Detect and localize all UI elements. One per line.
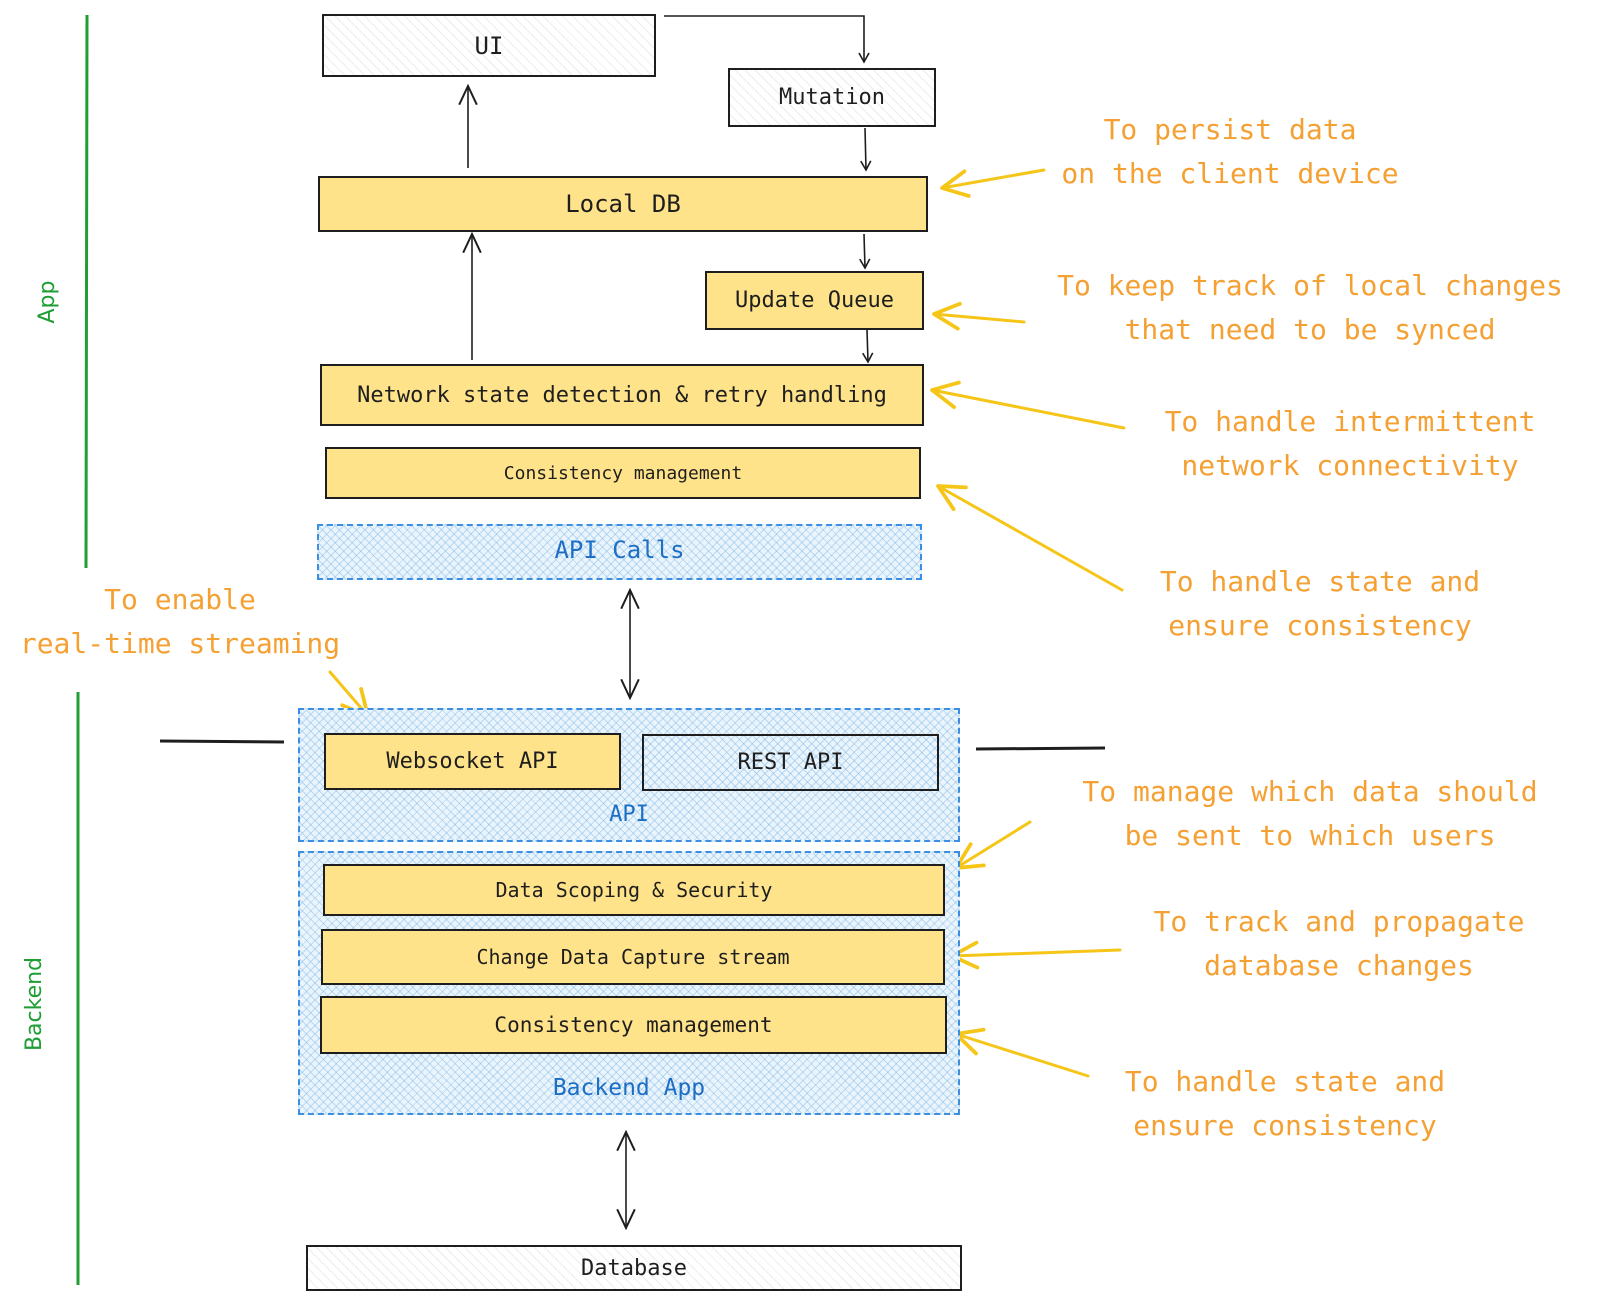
mutation-box: Mutation	[728, 68, 936, 127]
websocket-api-box: Websocket API	[324, 733, 621, 790]
annotation-network: To handle intermittent network connectiv…	[1164, 405, 1536, 482]
track-changes-arrow	[932, 301, 1026, 331]
ui-box: UI	[322, 14, 656, 77]
annotation-state-backend: To handle state and ensure consistency	[1124, 1065, 1446, 1142]
database-label: Database	[581, 1255, 687, 1281]
persist-arrow	[940, 168, 1046, 198]
annotation-state-app: To handle state and ensure consistency	[1159, 565, 1481, 642]
cdc-stream-box: Change Data Capture stream	[321, 929, 945, 985]
annotation-track-changes: To keep track of local changes that need…	[1057, 269, 1563, 346]
network-arrow	[930, 380, 1126, 430]
local-db-box: Local DB	[318, 176, 928, 232]
consistency-backend-box: Consistency management	[320, 996, 947, 1054]
localdb-to-queue-arrow	[859, 233, 871, 270]
separator-left	[159, 739, 285, 744]
ui-to-mutation-arrow	[664, 15, 870, 64]
mutation-label: Mutation	[779, 85, 885, 110]
backend-app-label: Backend App	[552, 1075, 706, 1101]
queue-to-network-arrow	[862, 329, 874, 364]
network-state-label: Network state detection & retry handling	[357, 382, 887, 408]
data-scoping-label: Data Scoping & Security	[495, 878, 773, 902]
rest-api-box: REST API	[642, 734, 939, 791]
data-scoping-box: Data Scoping & Security	[323, 864, 945, 916]
app-side-line	[84, 14, 89, 569]
separator-right	[975, 746, 1106, 751]
cdc-stream-label: Change Data Capture stream	[476, 945, 790, 969]
annotation-scoping: To manage which data should be sent to w…	[1082, 775, 1538, 852]
network-state-box: Network state detection & retry handling	[320, 364, 924, 426]
backend-side-label: Backend	[22, 956, 47, 1052]
update-queue-box: Update Queue	[705, 271, 924, 330]
consistency-app-box: Consistency management	[325, 447, 921, 499]
api-calls-label: API Calls	[554, 536, 685, 564]
cdc-arrow	[950, 940, 1122, 970]
api-group-zone	[298, 708, 960, 842]
api-calls-zone	[317, 524, 922, 580]
annotation-cdc: To track and propagate database changes	[1153, 905, 1525, 982]
state-backend-arrow	[954, 1027, 1090, 1078]
scoping-arrow	[954, 820, 1032, 870]
websocket-api-label: Websocket API	[386, 749, 559, 774]
update-queue-label: Update Queue	[735, 288, 894, 313]
api-group-label: API	[609, 802, 649, 827]
app-side-label: App	[35, 280, 60, 324]
state-app-arrow	[936, 484, 1124, 592]
database-box: Database	[306, 1245, 962, 1291]
consistency-app-label: Consistency management	[503, 462, 743, 484]
annotation-persist: To persist data on the client device	[1061, 113, 1399, 190]
annotation-streaming: To enable real-time streaming	[19, 583, 341, 660]
ui-label: UI	[474, 31, 504, 60]
consistency-backend-label: Consistency management	[494, 1013, 773, 1037]
rest-api-label: REST API	[737, 750, 844, 775]
mutation-to-localdb-arrow	[860, 127, 872, 172]
local-db-label: Local DB	[565, 190, 681, 218]
